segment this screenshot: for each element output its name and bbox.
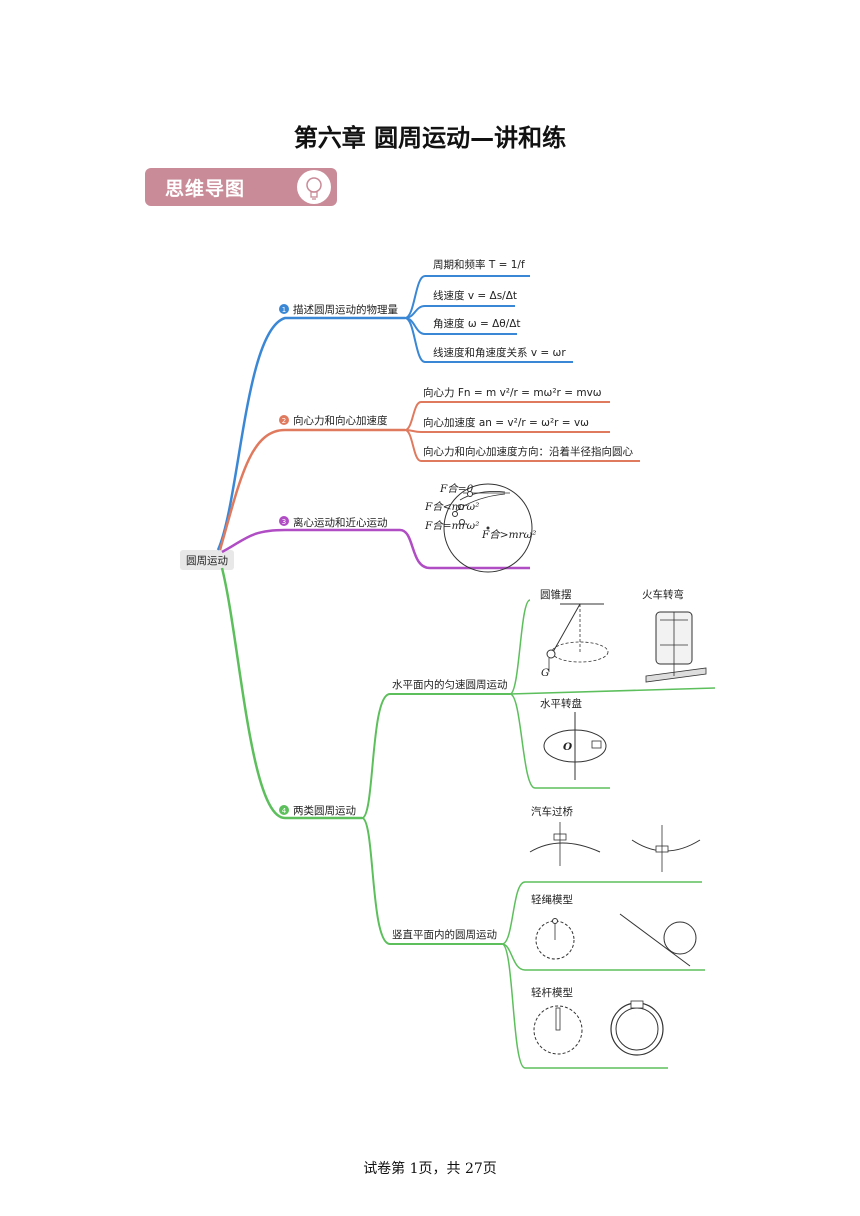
branch-1-number: 1 [282,306,286,314]
turntable-figure: 水平转盘 O [540,697,607,780]
branch-2-child-1: 向心力 Fn = m v²/r = mω²r = mvω [423,386,602,399]
svg-text:O: O [563,741,573,753]
root-node-box [180,550,234,570]
conical-pendulum-figure: 圆锥摆 G [540,588,609,679]
fig3-label-2: F合<mrω² [424,501,479,513]
fig-turntable-label: 水平转盘 [540,697,582,710]
banner-label: 思维导图 [165,178,246,200]
fig-conical-label: 圆锥摆 [540,588,572,601]
branch-1-child-3: 角速度 ω = Δθ/Δt [433,317,521,330]
branch-2-child-3: 向心力和向心加速度方向：沿着半径指向圆心 [423,445,633,458]
fig-train-label: 火车转弯 [642,588,684,601]
car-bridge-figure: 汽车过桥 [529,805,701,872]
branch-2-child-2: 向心加速度 an = v²/r = ω²r = vω [423,416,589,429]
rope-model-figure: 轻绳模型 [531,893,697,967]
page-title: 第六章 圆周运动—讲和练 [293,124,567,152]
train-turn-figure: 火车转弯 [642,588,707,683]
branch-4-label: 两类圆周运动 [293,804,356,817]
root-node: 圆周运动 [186,555,228,567]
branch-1-child-2: 线速度 v = Δs/Δt [433,289,517,302]
lightbulb-icon [297,170,331,204]
branch-2-label: 向心力和向心加速度 [293,414,388,427]
branch-3-number: 3 [282,518,286,526]
branch-1-label: 描述圆周运动的物理量 [293,303,398,316]
fig-bridge-label: 汽车过桥 [531,805,573,818]
centrifugal-figure: F合=0 F合<mrω² F合=mrω² F合>mrω² [424,483,536,573]
fig3-label-3: F合=mrω² [424,520,479,532]
svg-text:G: G [541,667,549,679]
fig-rod-label: 轻杆模型 [531,986,573,999]
mindmap-banner: 思维导图 [145,168,337,206]
branch-3-label: 离心运动和近心运动 [293,516,388,529]
branch-1-child-4: 线速度和角速度关系 v = ωr [433,346,566,359]
page-footer: 试卷第 1页，共 27页 [363,1161,497,1177]
rod-model-figure: 轻杆模型 [531,986,664,1056]
fig-rope-label: 轻绳模型 [531,893,573,906]
fig3-label-1: F合=0 [439,483,474,495]
branch-2-number: 2 [282,417,286,425]
fig3-label-4: F合>mrω² [481,529,536,541]
branch-4-number: 4 [282,807,287,815]
branch-4-sub-2: 竖直平面内的圆周运动 [392,928,497,941]
branch-1-child-1: 周期和频率 T = 1/f [433,258,525,271]
branch-4-sub-1: 水平面内的匀速圆周运动 [392,678,508,691]
